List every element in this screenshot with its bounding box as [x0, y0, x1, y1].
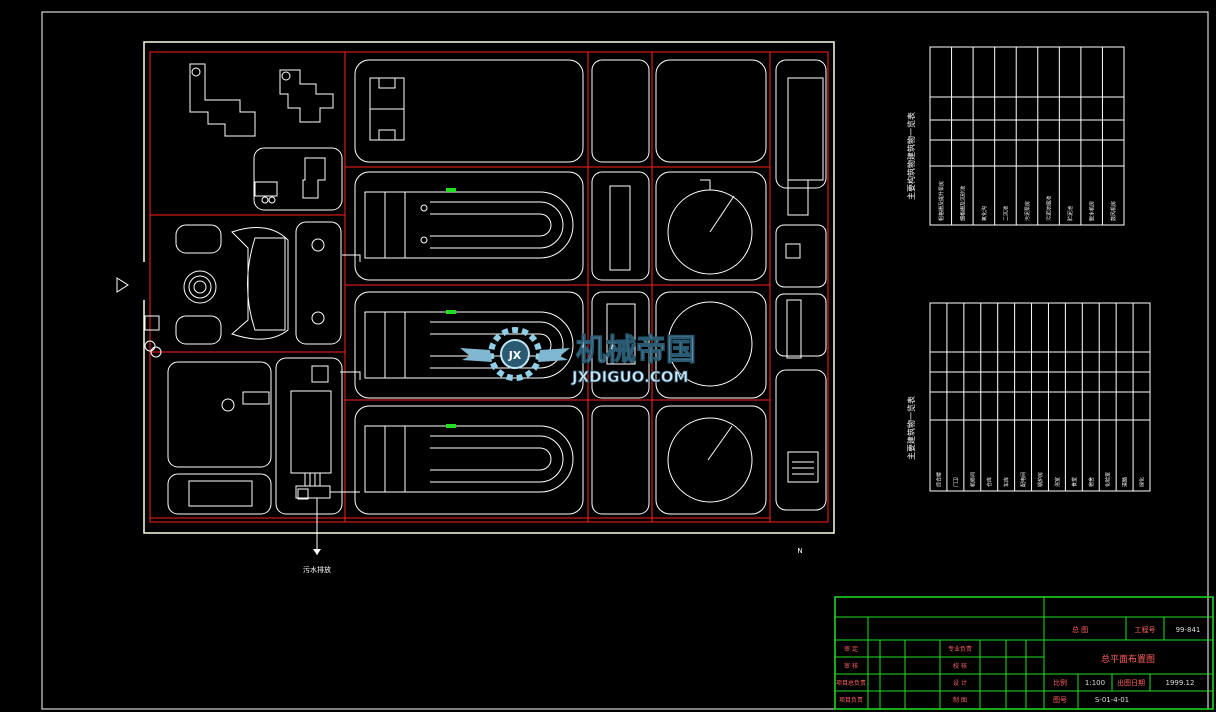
table1-title: 主要构筑物建筑物一览表 — [906, 112, 916, 200]
table-cell: 化验室 — [1105, 472, 1112, 487]
no-value: S-01-4-01 — [1095, 696, 1129, 704]
title-block-text: 总 图 工程号 99-841 总平面布置图 比例 1:100 出图日期 1999… — [836, 625, 1200, 704]
table-cell: 污泥浓缩池 — [1046, 196, 1053, 221]
table-cell: 综合楼 — [935, 472, 942, 487]
table-cell: 二沉池 — [1002, 206, 1009, 221]
wing-left-icon — [460, 348, 492, 362]
table-cell: 鼓风机房 — [1110, 201, 1117, 221]
table2-title: 主要建筑物一览表 — [906, 396, 916, 460]
dewatering-house — [275, 357, 343, 540]
titleblock-left-label: 审 定 — [844, 645, 858, 653]
table-cell: 仓库 — [986, 477, 993, 487]
titleblock-left-label: 项目总负责 — [836, 679, 866, 687]
table-cell: 氧化沟 — [981, 206, 988, 221]
north-mark: N — [797, 547, 802, 555]
table-cell: 细格栅及沉砂池 — [959, 186, 966, 221]
table-buildings: 综合楼 门卫 机修间 仓库车库 配电间 锅炉房 浴室食堂宿舍 化验室 道路绿化 主要建筑物一览表 — [906, 302, 1151, 492]
no-label: 图号 — [1053, 696, 1067, 704]
titleblock-mid-label: 设 计 — [953, 679, 967, 687]
wing-right-icon — [538, 348, 570, 362]
table-cell: 粗格栅及提升泵房 — [938, 181, 945, 221]
titleblock-mid-label: 专业负责 — [948, 645, 972, 653]
titleblock-left-label: 项目负责 — [839, 696, 863, 704]
date-label: 出图日期 — [1117, 678, 1145, 687]
table-cell: 道路 — [1122, 477, 1129, 487]
table-cell: 门卫 — [952, 477, 959, 487]
scale-label: 比例 — [1053, 678, 1067, 687]
watermark: JX 机械帝国 JXDIGUO.COM — [460, 327, 697, 386]
table-cell: 污泥泵房 — [1024, 201, 1031, 221]
right-buildings — [775, 224, 827, 511]
scale-value: 1:100 — [1085, 679, 1105, 687]
valve-markers — [446, 188, 456, 428]
watermark-en: JXDIGUO.COM — [571, 368, 688, 386]
table-cell: 宿舍 — [1088, 477, 1095, 487]
table-cell: 贮泥池 — [1067, 206, 1074, 221]
gear-icon — [488, 327, 542, 381]
watermark-cn: 机械帝国 — [576, 333, 696, 368]
titleblock-mid-label: 校 核 — [953, 662, 967, 670]
table-cell: 食堂 — [1071, 477, 1078, 487]
titleblock-left-label: 审 核 — [844, 662, 858, 670]
table-cell: 配电间 — [1020, 472, 1027, 487]
titleblock-mid-label: 制 图 — [953, 696, 967, 704]
table-cell: 浴室 — [1054, 477, 1061, 487]
code-label: 工程号 — [1135, 625, 1156, 634]
pump-houses — [591, 171, 650, 515]
table-cell: 锅炉房 — [1037, 472, 1044, 487]
table-cell: 车库 — [1003, 477, 1010, 487]
outfall-label: 污水排放 — [303, 565, 331, 574]
table-cell: 机修间 — [969, 472, 976, 487]
project-label: 总 图 — [1072, 625, 1088, 634]
date-value: 1999.12 — [1166, 679, 1195, 687]
clarifiers — [655, 171, 767, 515]
table-cell: 绿化 — [1139, 477, 1146, 487]
drawing-frame — [41, 11, 1209, 710]
road-lines — [149, 51, 829, 523]
office-building — [189, 63, 343, 211]
outfall-marker: 污水排放 — [303, 540, 331, 574]
title-block — [834, 596, 1214, 710]
table-structures: 粗格栅及提升泵房 细格栅及沉砂池氧化沟 二沉池 污泥泵房 污泥浓缩池 贮泥池 脱水机房 鼓风机… — [906, 46, 1125, 226]
oxidation-ditches — [330, 171, 584, 515]
plaza-area — [144, 221, 342, 515]
watermark-logo: JX — [508, 349, 522, 362]
entrance-arrow-icon — [116, 277, 129, 293]
code-value: 99-841 — [1176, 626, 1201, 634]
top-blocks — [354, 59, 827, 216]
table-cell: 脱水机房 — [1089, 201, 1096, 221]
drawing-title: 总平面布置图 — [1101, 653, 1155, 665]
